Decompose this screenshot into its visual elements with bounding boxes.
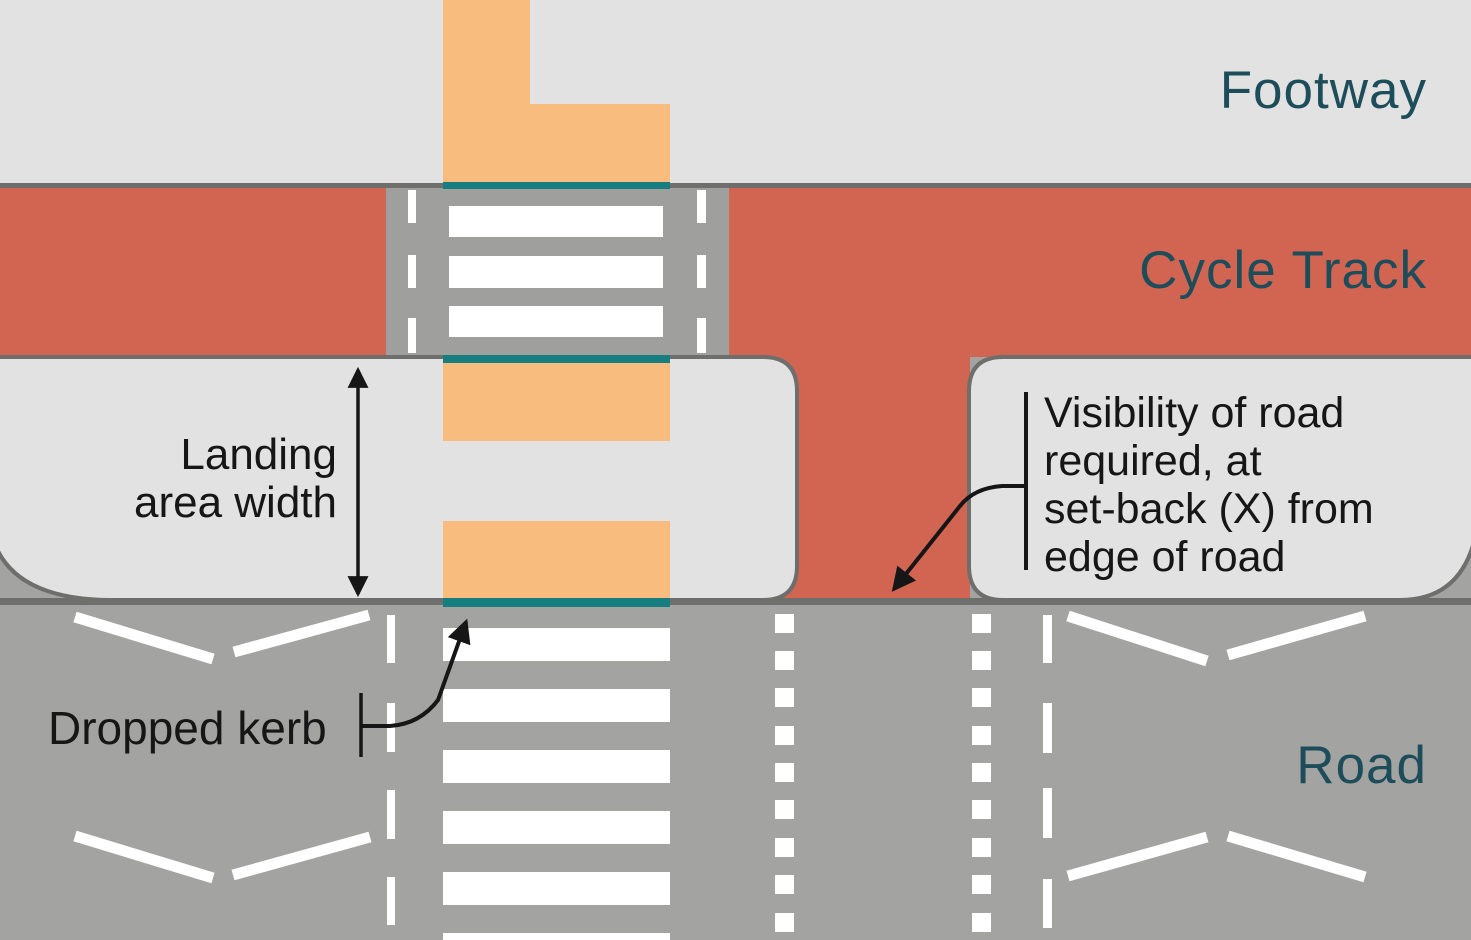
footway-label: Footway bbox=[1219, 61, 1427, 120]
road-zigzag-markings bbox=[73, 609, 1367, 884]
visibility-pointer bbox=[891, 484, 1026, 592]
crossing-dash bbox=[408, 318, 416, 353]
cycle-crossing-edge-dashes bbox=[408, 190, 706, 353]
dotted-mark bbox=[775, 800, 794, 819]
dotted-mark bbox=[972, 838, 991, 857]
crossing-dash bbox=[697, 255, 706, 288]
visibility-note: Visibility of road required, at set-back… bbox=[1044, 389, 1374, 581]
footway-surface bbox=[0, 0, 1471, 185]
zigzag-segment bbox=[73, 611, 215, 665]
road-label: Road bbox=[1296, 736, 1427, 795]
visibility-note-line4: edge of road bbox=[1044, 533, 1286, 581]
crossing-dash bbox=[697, 318, 706, 353]
zebra-stripe bbox=[449, 256, 663, 288]
dotted-mark bbox=[775, 913, 794, 932]
dotted-mark bbox=[972, 913, 991, 932]
dotted-mark bbox=[972, 688, 991, 707]
zebra-stripe bbox=[443, 689, 670, 722]
tactile-landing-bottom bbox=[443, 521, 670, 598]
dropped-kerb-strips bbox=[443, 182, 670, 607]
cycle-track-gap-to-road bbox=[765, 357, 970, 602]
landing-island-left bbox=[0, 355, 799, 602]
cycle-track-label: Cycle Track bbox=[1139, 241, 1427, 300]
dropped-kerb-label: Dropped kerb bbox=[48, 702, 327, 754]
landing-island-right bbox=[967, 355, 1471, 602]
dotted-mark bbox=[972, 763, 991, 782]
zebra-stripe bbox=[449, 306, 663, 337]
zigzag-segment bbox=[1226, 610, 1367, 661]
zebra-stripe bbox=[443, 872, 670, 905]
lane-dash bbox=[387, 877, 395, 925]
crossing-dash bbox=[697, 190, 706, 223]
visibility-note-line1: Visibility of road bbox=[1044, 389, 1345, 437]
lane-dash bbox=[1043, 788, 1052, 838]
landing-width-label-line2: area width bbox=[133, 478, 337, 527]
landing-width-label-line1: Landing bbox=[180, 430, 337, 479]
lane-dash bbox=[1043, 879, 1052, 928]
zebra-stripe bbox=[449, 206, 663, 237]
zigzag-segment bbox=[1066, 610, 1209, 667]
lane-dash bbox=[1043, 615, 1052, 663]
road-zebra-stripes bbox=[443, 628, 670, 940]
dropped-kerb-strip-road bbox=[443, 598, 670, 607]
footway-edge-line bbox=[0, 183, 1471, 188]
dotted-mark bbox=[972, 726, 991, 745]
landing-width-label: Landing area width bbox=[134, 431, 337, 527]
zebra-stripe bbox=[443, 933, 670, 940]
dotted-mark bbox=[775, 838, 794, 857]
zigzag-segment bbox=[1226, 830, 1367, 883]
road-dotted-lines bbox=[775, 614, 991, 932]
lane-dash bbox=[1043, 703, 1052, 753]
cycle-track-surface bbox=[0, 188, 1471, 357]
dotted-mark bbox=[972, 875, 991, 894]
tactile-footway-edge bbox=[443, 104, 670, 183]
dotted-mark bbox=[775, 688, 794, 707]
lane-dash bbox=[387, 790, 395, 839]
zebra-stripe bbox=[443, 811, 670, 844]
visibility-note-line2: required, at bbox=[1044, 437, 1262, 485]
zebra-stripe bbox=[443, 750, 670, 783]
tactile-landing-top bbox=[443, 362, 670, 441]
dropped-kerb-pointer bbox=[361, 618, 471, 728]
zigzag-segment bbox=[232, 609, 371, 658]
zigzag-segment bbox=[231, 831, 372, 881]
dotted-mark bbox=[775, 651, 794, 670]
cycle-crossing-zebra bbox=[449, 206, 663, 337]
crossing-dash bbox=[408, 255, 416, 288]
dotted-mark bbox=[775, 763, 794, 782]
dropped-kerb-strip-footway bbox=[443, 182, 670, 189]
annotation-graphics bbox=[347, 366, 1028, 757]
dotted-mark bbox=[972, 651, 991, 670]
zebra-stripe bbox=[443, 628, 670, 661]
tactile-paving bbox=[443, 0, 670, 598]
dotted-mark bbox=[972, 614, 991, 633]
dotted-mark bbox=[775, 726, 794, 745]
dotted-mark bbox=[972, 800, 991, 819]
dotted-mark bbox=[775, 875, 794, 894]
tactile-footway-approach bbox=[443, 0, 530, 106]
dotted-mark bbox=[775, 614, 794, 633]
dropped-kerb-strip-landing-top bbox=[443, 355, 670, 363]
zigzag-segment bbox=[73, 830, 215, 884]
visibility-note-line3: set-back (X) from bbox=[1044, 485, 1374, 533]
zigzag-segment bbox=[1066, 831, 1209, 882]
lane-dash bbox=[387, 615, 395, 663]
crossing-dash bbox=[408, 190, 416, 223]
